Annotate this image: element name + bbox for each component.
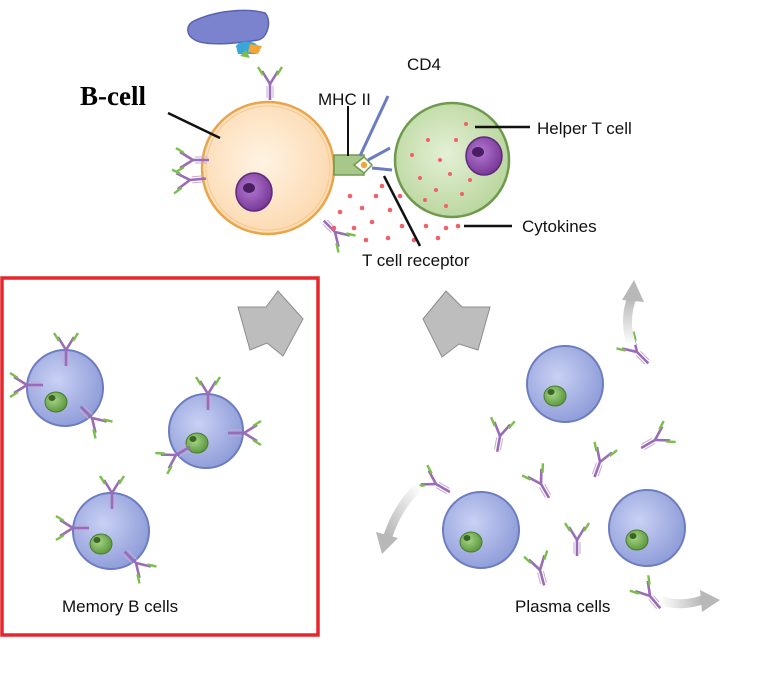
arrow-to-memory: [237, 290, 304, 357]
plasma-cell: [608, 489, 686, 567]
motion-arrow-right: [658, 590, 720, 612]
antibody-icon: [313, 210, 357, 254]
arrow-to-plasma: [422, 290, 491, 358]
t-cell-cytokine-dots: [410, 122, 472, 208]
b-cell-label: B-cell: [80, 81, 146, 111]
helper-t-cell: [393, 101, 511, 219]
motion-arrow-up: [622, 280, 644, 348]
antigen: [187, 9, 270, 58]
memory-b-cell: [54, 474, 158, 585]
memory-b-cell: [8, 331, 114, 440]
plasma-cells-label: Plasma cells: [515, 597, 610, 616]
memory-b-cells-label: Memory B cells: [62, 597, 178, 616]
antibody-icon: [256, 65, 284, 102]
t-cell-receptor-label: T cell receptor: [362, 251, 470, 270]
leader-lines: [167, 111, 530, 247]
cytokines-cloud: [331, 183, 461, 243]
memory-b-cell: [153, 375, 263, 476]
t-cell-nucleus: [465, 136, 503, 176]
cytokines-label: Cytokines: [522, 217, 597, 236]
motion-arrow-down-left: [376, 482, 424, 554]
b-cell-nucleus: [235, 172, 273, 212]
plasma-cell: [442, 491, 520, 569]
mhc-ii-complex: [333, 95, 393, 176]
mhc-ii-label: MHC II: [318, 90, 371, 109]
memory-b-cells-highlight-box: [0, 276, 320, 637]
helper-t-cell-label: Helper T cell: [537, 119, 632, 138]
plasma-cell: [526, 345, 604, 423]
cd4-label: CD4: [407, 55, 441, 74]
